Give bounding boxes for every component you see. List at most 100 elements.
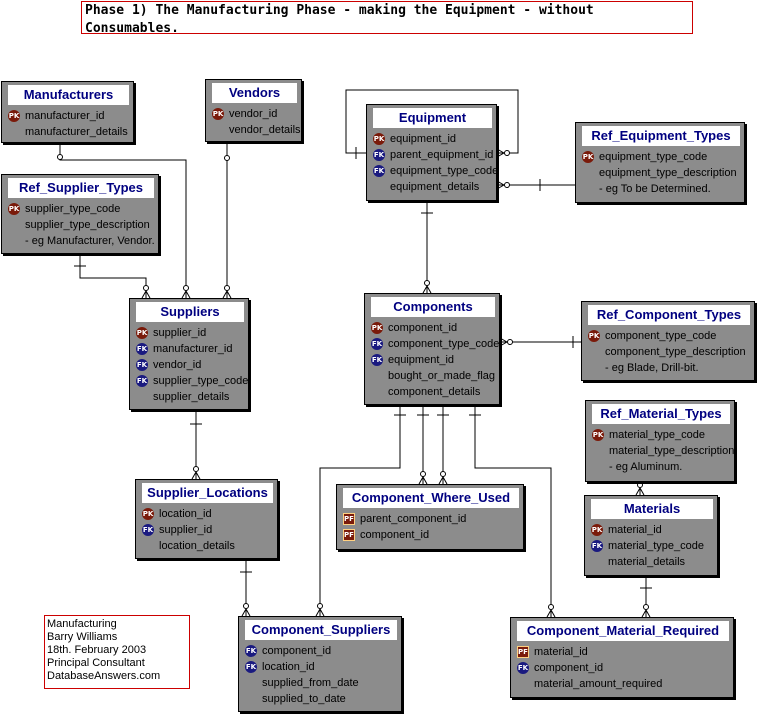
attribute-name: supplied_to_date [262, 693, 346, 705]
relationship-line [315, 608, 321, 617]
attribute-name: equipment_details [390, 181, 480, 193]
optional-marker [193, 466, 199, 472]
attribute-name: equipment_id [390, 133, 457, 145]
note-line: Manufacturing [47, 618, 117, 630]
pk-key-icon: PK [588, 330, 600, 342]
attribute-name: material_type_code [609, 429, 706, 441]
attribute-name: equipment_type_code [390, 165, 499, 177]
pf-key-icon: PF [517, 646, 529, 658]
attribute-row: - eg Manufacturer, Vendor. [8, 233, 155, 249]
relationship-line [635, 487, 641, 496]
attribute-name: vendor_id [229, 108, 278, 120]
attribute-name: component_details [388, 386, 481, 398]
relationship-line [641, 609, 647, 618]
attribute-name: supplier_type_description [25, 219, 150, 231]
pk-key-icon: PK [8, 110, 20, 122]
optional-marker [317, 603, 323, 609]
optional-marker [504, 182, 510, 188]
fk-key-icon: FK [245, 645, 257, 657]
entity-title: Ref_Supplier_Types [8, 178, 154, 198]
pk-key-icon: PK [136, 327, 148, 339]
attribute-row: component_type_description [588, 344, 750, 360]
entity-title: Materials [591, 499, 713, 519]
relationship-line [226, 290, 232, 299]
fk-key-icon: FK [136, 375, 148, 387]
attribute-name: vendor_id [153, 359, 202, 371]
attribute-row: PF material_id [517, 644, 729, 660]
attribute-row: PK component_type_code [588, 328, 750, 344]
relationship-line [438, 476, 444, 485]
attribute-row: supplied_to_date [245, 691, 397, 707]
entity-title: Ref_Equipment_Types [582, 126, 740, 146]
relationship-line [181, 290, 187, 299]
entity-title: Component_Material_Required [517, 621, 729, 641]
attribute-name: supplier_id [153, 327, 207, 339]
relationship-line [442, 476, 448, 485]
attribute-name: component_id [388, 322, 458, 334]
attribute-name: material_id [534, 646, 588, 658]
attribute-row: supplied_from_date [245, 675, 397, 691]
attribute-row: supplier_details [136, 389, 244, 405]
attribute-row: component_details [371, 384, 495, 400]
optional-marker [637, 482, 643, 488]
relationship-line [496, 152, 505, 158]
relationship-line [319, 405, 401, 616]
attribute-name: - eg Blade, Drill-bit. [605, 362, 699, 374]
attribute-name: component_type_code [388, 338, 500, 350]
attribute-name: material_id [608, 524, 662, 536]
pk-key-icon: PK [582, 151, 594, 163]
author-note: Manufacturing Barry Williams 18th. Febru… [44, 615, 190, 689]
relationship-line [496, 180, 505, 186]
attribute-row: location_details [142, 538, 273, 554]
optional-marker [57, 154, 63, 160]
optional-marker [507, 339, 513, 345]
optional-marker [643, 604, 649, 610]
fk-key-icon: FK [245, 661, 257, 673]
attribute-row: FK location_id [245, 659, 397, 675]
relationship-line [145, 290, 151, 299]
attribute-name: manufacturer_details [25, 126, 128, 138]
pk-key-icon: PK [8, 203, 20, 215]
entity-title: Ref_Component_Types [588, 305, 750, 325]
attribute-name: supplied_from_date [262, 677, 359, 689]
optional-marker [548, 604, 554, 610]
attribute-row: - eg Blade, Drill-bit. [588, 360, 750, 376]
relationship-line [422, 285, 428, 294]
attribute-row: - eg Aluminum. [592, 459, 730, 475]
attribute-row: manufacturer_details [8, 124, 129, 140]
relationship-line [426, 285, 432, 294]
attribute-name: location_details [159, 540, 235, 552]
relationship-line [141, 290, 147, 299]
attribute-name: component_type_code [605, 330, 717, 342]
entity-title: Equipment [373, 108, 492, 128]
attribute-name: location_id [262, 661, 315, 673]
attribute-name: component_id [534, 662, 604, 674]
attribute-name: supplier_id [159, 524, 213, 536]
